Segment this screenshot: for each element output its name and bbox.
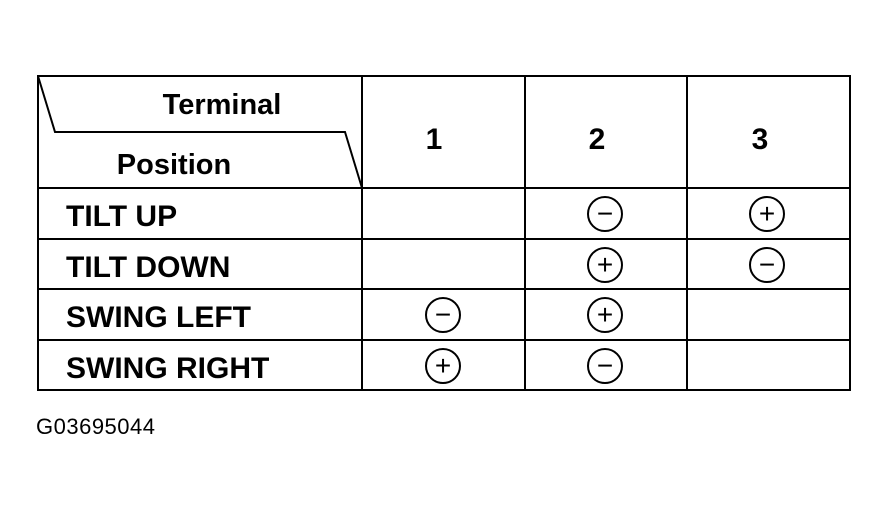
table-grid: [37, 75, 851, 391]
polarity-circle: [587, 196, 623, 232]
column-header-3: 3: [752, 123, 769, 156]
polarity-circle: [587, 247, 623, 283]
column-header-2: 2: [589, 123, 606, 156]
table-border: [37, 75, 851, 391]
polarity-symbols: − + + − − + + −: [425, 196, 785, 384]
polarity-circle: [749, 196, 785, 232]
corner-diagonal: [37, 75, 363, 189]
polarity-circle: [587, 297, 623, 333]
row-label-swing-right: SWING RIGHT: [66, 352, 269, 385]
minus-symbol: −: [597, 198, 613, 229]
polarity-circle: [425, 297, 461, 333]
row-label-swing-left: SWING LEFT: [66, 301, 251, 334]
plus-symbol: +: [597, 249, 613, 280]
corner-label-terminal: Terminal: [163, 89, 282, 121]
polarity-circle: [425, 348, 461, 384]
minus-symbol: −: [597, 350, 613, 381]
figure-code: G03695044: [36, 414, 156, 439]
plus-symbol: +: [759, 198, 775, 229]
plus-symbol: +: [435, 350, 451, 381]
polarity-circle: [587, 348, 623, 384]
row-label-tilt-down: TILT DOWN: [66, 251, 230, 284]
corner-label-position: Position: [117, 149, 231, 181]
minus-symbol: −: [435, 299, 451, 330]
plus-symbol: +: [597, 299, 613, 330]
row-label-tilt-up: TILT UP: [66, 200, 177, 233]
minus-symbol: −: [759, 249, 775, 280]
polarity-circle: [749, 247, 785, 283]
column-header-1: 1: [426, 123, 443, 156]
